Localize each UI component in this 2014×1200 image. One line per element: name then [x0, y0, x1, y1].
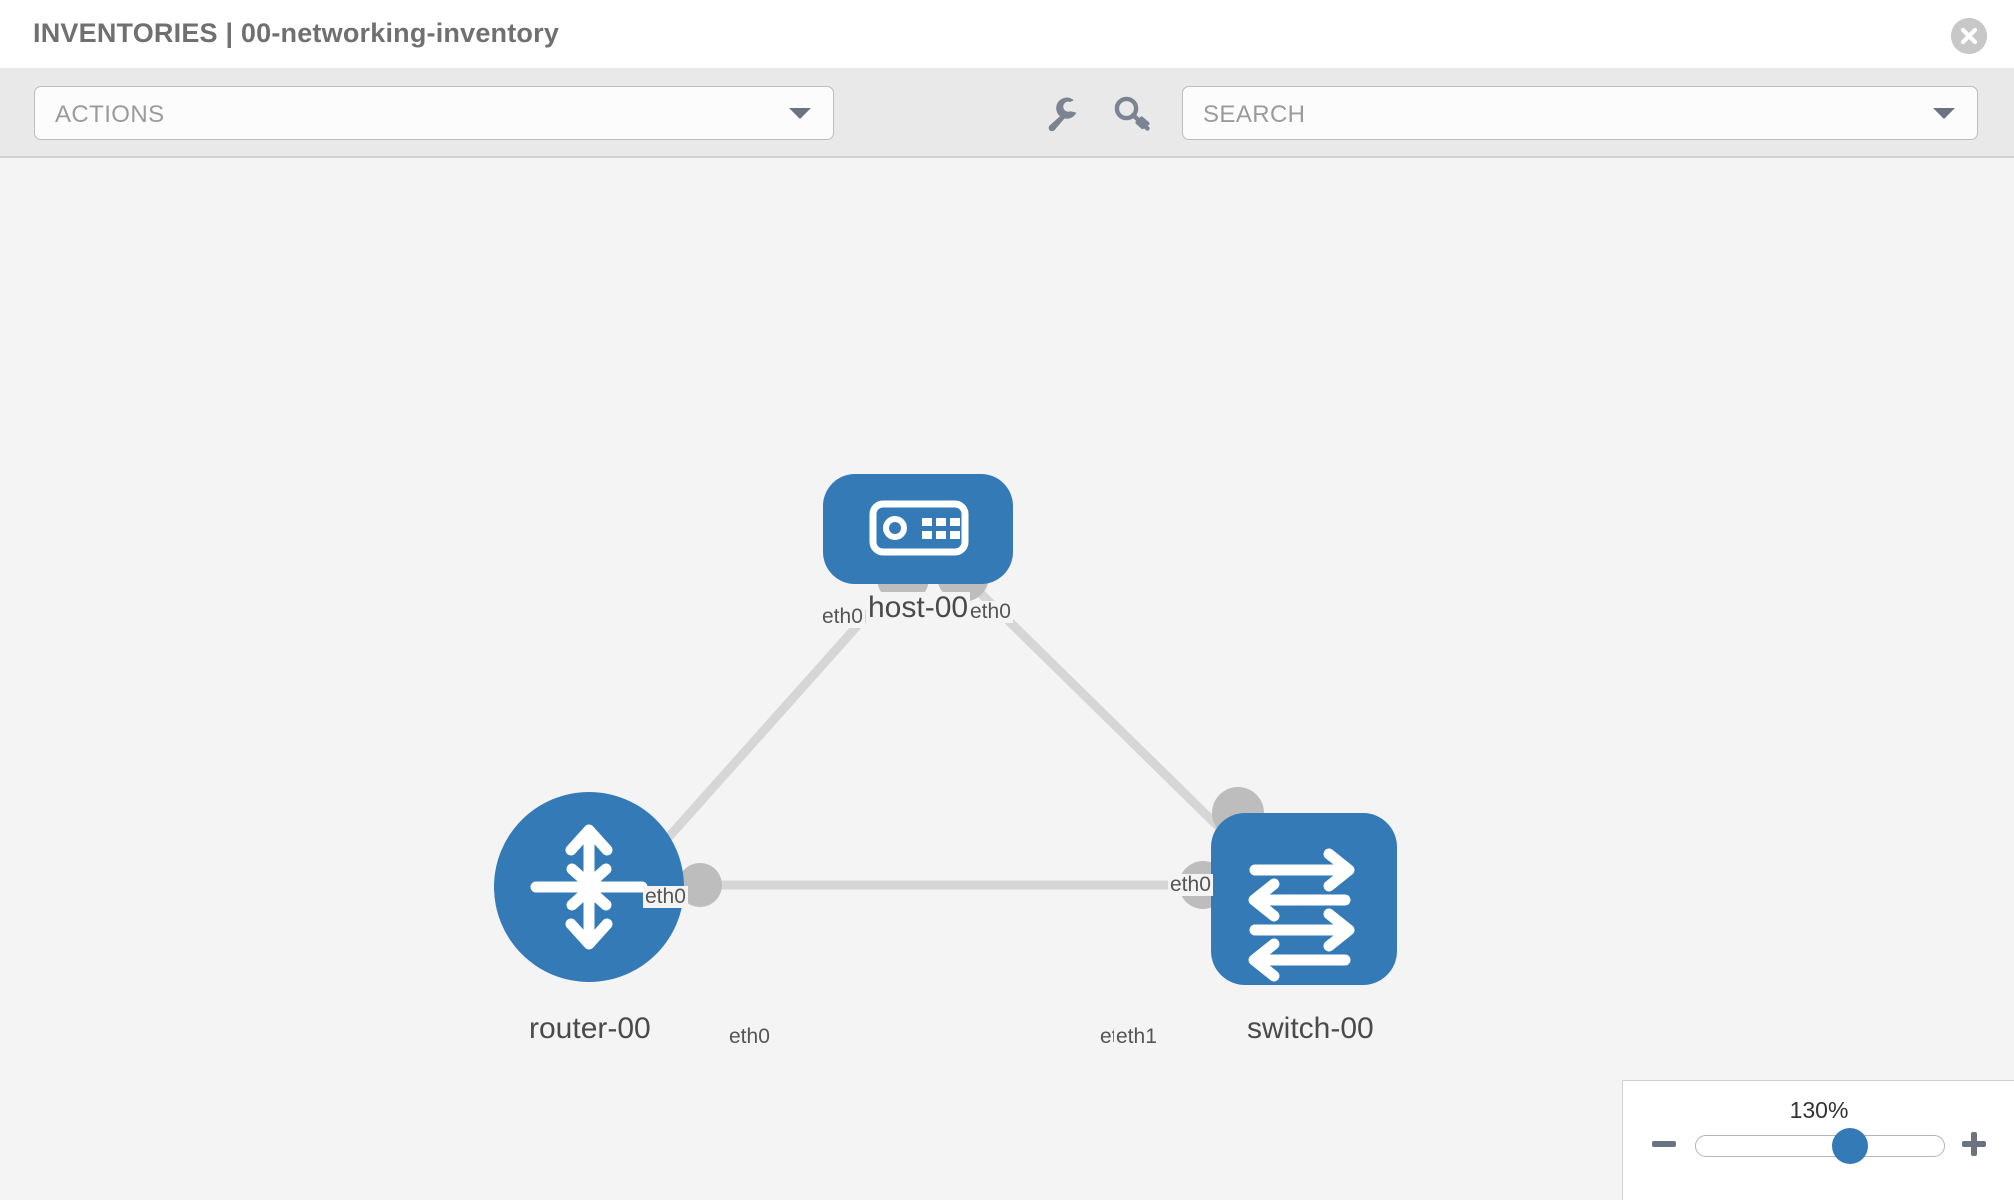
iface-label-router-uplink-eth0: eth0 — [643, 885, 688, 909]
node-label-router-00: router-00 — [527, 1012, 653, 1045]
node-label-switch-00: switch-00 — [1245, 1012, 1376, 1045]
zoom-control-panel: 130% — [1622, 1080, 2014, 1200]
node-switch-00[interactable] — [1211, 813, 1397, 985]
iface-label-host-eth0-right: eth0 — [968, 600, 1013, 624]
topology-canvas[interactable]: host-00 router-00 switch-00 eth0 eth0 et… — [0, 158, 2014, 1200]
page-header: INVENTORIES | 00-networking-inventory — [0, 0, 2014, 70]
node-host-00[interactable] — [823, 474, 1013, 584]
zoom-slider[interactable] — [1695, 1135, 1945, 1157]
chevron-down-icon[interactable] — [1933, 108, 1955, 119]
port-router-eth0[interactable] — [678, 863, 722, 907]
node-router-00[interactable] — [494, 792, 684, 982]
node-label-host-00: host-00 — [866, 591, 971, 624]
iface-label-switch-eth1: eth1 — [1114, 1025, 1159, 1049]
plus-icon[interactable] — [1959, 1129, 1989, 1159]
iface-label-host-eth0-left: eth0 — [820, 605, 865, 629]
page-title: INVENTORIES | 00-networking-inventory — [33, 18, 560, 48]
actions-dropdown-label: ACTIONS — [55, 101, 165, 128]
zoom-level-label: 130% — [1789, 1097, 1849, 1123]
topology-graph — [494, 474, 1397, 985]
zoom-slider-thumb[interactable] — [1832, 1128, 1868, 1164]
wrench-icon[interactable] — [1040, 94, 1084, 134]
router-icon — [530, 824, 648, 950]
actions-dropdown[interactable]: ACTIONS — [34, 86, 834, 140]
close-icon[interactable] — [1951, 18, 1987, 54]
iface-label-router-eth0: eth0 — [727, 1025, 772, 1049]
chevron-down-icon — [789, 108, 811, 119]
switch-icon — [1248, 848, 1355, 982]
iface-label-switch-uplink-eth0: eth0 — [1168, 873, 1213, 897]
toolbar: ACTIONS SEARCH — [0, 70, 2014, 158]
minus-icon[interactable] — [1649, 1129, 1679, 1159]
server-icon — [869, 500, 969, 556]
search-input[interactable]: SEARCH — [1182, 86, 1978, 140]
key-icon[interactable] — [1112, 94, 1156, 134]
search-placeholder: SEARCH — [1203, 101, 1306, 128]
